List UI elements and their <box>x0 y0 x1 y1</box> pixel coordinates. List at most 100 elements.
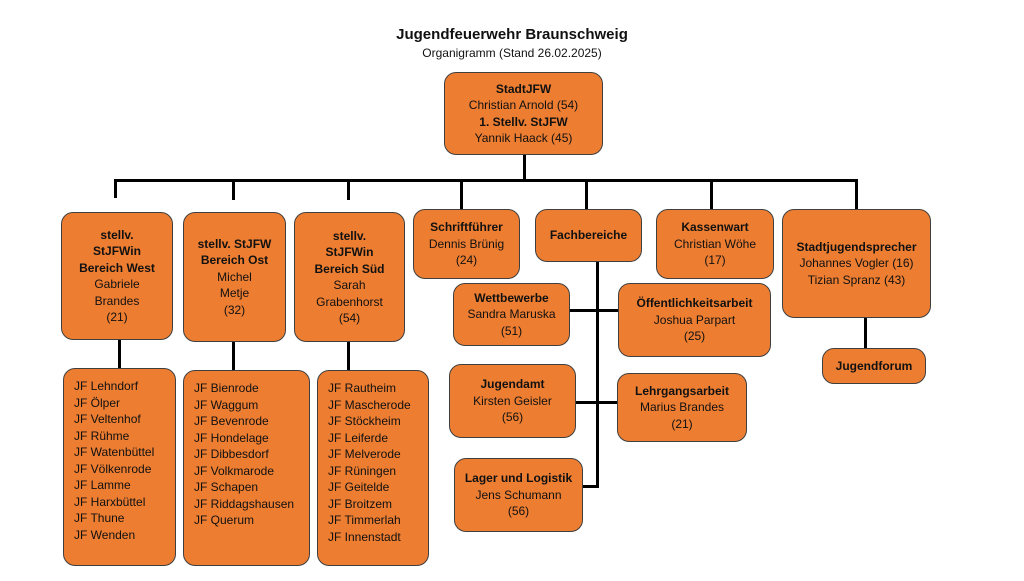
age-label: (54) <box>338 311 361 325</box>
role-label: Lehrgangsarbeit <box>634 383 730 398</box>
connector-line <box>460 179 463 209</box>
training-box: Lehrgangsarbeit Marius Brandes (21) <box>617 373 747 442</box>
unit-item: JF Dibbesdorf <box>194 447 269 461</box>
role-line: StJFWin <box>93 244 141 258</box>
name-line: Sarah <box>333 278 366 292</box>
unit-item: JF Watenbüttel <box>74 445 155 459</box>
sued-units-box: JF Rautheim JF Mascherode JF Stöckheim J… <box>317 370 429 566</box>
role-label: Wettbewerbe <box>474 290 549 305</box>
unit-item: JF Timmerlah <box>328 513 401 527</box>
deputy-role: 1. Stellv. StJFW <box>479 114 568 129</box>
connector-line <box>855 179 858 209</box>
role-line: stellv. <box>100 227 134 242</box>
unit-item: JF Waggum <box>194 397 259 412</box>
west-leader-box: stellv. StJFWin Bereich West Gabriele Br… <box>61 212 173 340</box>
leader-name: Christian Arnold (54) <box>468 98 579 112</box>
connector-line <box>864 318 867 349</box>
age-label: (56) <box>507 504 530 519</box>
role-label: Lager und Logistik <box>464 471 573 486</box>
name-label: Tizian Spranz (43) <box>807 272 906 287</box>
name-line: Michel <box>217 269 252 284</box>
unit-item: JF Broitzem <box>328 496 393 511</box>
connector-line <box>568 309 619 312</box>
role-line: Bereich West <box>79 260 155 275</box>
youth-office-box: Jugendamt Kirsten Geisler (56) <box>449 364 576 438</box>
connector-line <box>710 179 713 209</box>
unit-item: JF Lehndorf <box>74 379 139 393</box>
competitions-box: Wettbewerbe Sandra Maruska (51) <box>453 283 570 346</box>
connector-line <box>575 401 618 404</box>
name-label: Christian Wöhe <box>673 236 757 251</box>
leader-box: StadtJFW Christian Arnold (54) 1. Stellv… <box>444 72 603 155</box>
unit-item: JF Völkenrode <box>74 461 152 476</box>
west-units-box: JF Lehndorf JF Ölper JF Veltenhof JF Rüh… <box>63 368 176 566</box>
unit-item: JF Veltenhof <box>74 412 141 426</box>
unit-item: JF Rüningen <box>328 463 397 478</box>
age-label: (24) <box>455 253 478 268</box>
name-label: Johannes Vogler (16) <box>799 256 914 271</box>
secretary-box: Schriftführer Dennis Brünig (24) <box>413 209 520 279</box>
page-title: Jugendfeuerwehr Braunschweig <box>396 26 628 43</box>
name-label: Marius Brandes <box>639 400 725 415</box>
name-label: Sandra Maruska <box>467 307 556 322</box>
role-line: Bereich Süd <box>314 261 385 276</box>
role-label: Öffentlichkeitsarbeit <box>636 296 753 311</box>
unit-item: JF Riddagshausen <box>194 496 295 511</box>
connector-line <box>118 339 121 369</box>
unit-item: JF Innenstadt <box>328 529 401 544</box>
unit-item: JF Wenden <box>74 527 136 542</box>
youth-forum-box: Jugendforum <box>822 348 926 384</box>
age-label: (17) <box>704 253 726 268</box>
connector-line <box>347 341 350 371</box>
age-label: (25) <box>683 329 706 344</box>
role-label: Fachbereiche <box>549 228 628 243</box>
name-line: Gabriele <box>94 277 140 291</box>
name-label: Dennis Brünig <box>428 236 505 251</box>
unit-item: JF Querum <box>194 513 255 527</box>
ost-units-box: JF Bienrode JF Waggum JF Bevenrode JF Ho… <box>183 370 310 566</box>
connector-line <box>596 262 599 488</box>
role-label: Kassenwart <box>681 220 749 235</box>
page-subtitle: Organigramm (Stand 26.02.2025) <box>422 46 602 60</box>
name-label: Kirsten Geisler <box>473 393 552 408</box>
youth-speaker-box: Stadtjugendsprecher Johannes Vogler (16)… <box>782 209 931 318</box>
unit-item: JF Harxbüttel <box>74 494 146 509</box>
unit-item: JF Rühme <box>74 428 130 443</box>
unit-item: JF Ölper <box>74 395 121 410</box>
connector-line <box>232 341 235 371</box>
age-label: (21) <box>671 416 693 431</box>
age-label: (32) <box>223 302 246 317</box>
role-line: stellv. <box>332 228 367 243</box>
name-label: Joshua Parpart <box>653 312 736 327</box>
role-label: Stadtjugendsprecher <box>796 239 917 254</box>
unit-item: JF Thune <box>74 511 125 525</box>
role-label: Jugendamt <box>480 377 545 392</box>
name-line: Grabenhorst <box>316 294 383 309</box>
connector-line <box>114 179 117 198</box>
name-line: Metje <box>219 286 250 301</box>
unit-item: JF Schapen <box>194 480 259 494</box>
role-label: Schriftführer <box>430 220 503 235</box>
unit-item: JF Stöckheim <box>328 414 401 428</box>
departments-box: Fachbereiche <box>535 209 642 262</box>
unit-item: JF Geitelde <box>328 480 390 494</box>
unit-item: JF Leiferde <box>328 430 389 445</box>
role-label: Jugendforum <box>835 358 913 373</box>
deputy-name: Yannik Haack (45) <box>474 131 573 145</box>
public-relations-box: Öffentlichkeitsarbeit Joshua Parpart (25… <box>618 283 771 357</box>
unit-item: JF Bevenrode <box>194 414 269 428</box>
connector-line <box>523 153 526 180</box>
unit-item: JF Mascherode <box>328 397 411 412</box>
connector-line <box>585 179 588 209</box>
age-label: (21) <box>106 310 128 324</box>
age-label: (56) <box>501 410 524 425</box>
age-label: (51) <box>500 323 523 338</box>
logistics-box: Lager und Logistik Jens Schumann (56) <box>454 458 583 532</box>
connector-line <box>347 179 350 200</box>
name-line: Brandes <box>94 293 140 308</box>
sued-leader-box: stellv. StJFWin Bereich Süd Sarah Graben… <box>294 212 405 342</box>
unit-item: JF Lamme <box>74 478 131 492</box>
unit-item: JF Hondelage <box>194 430 269 445</box>
connector-line <box>114 179 858 182</box>
role-line: stellv. StJFW <box>197 236 272 251</box>
